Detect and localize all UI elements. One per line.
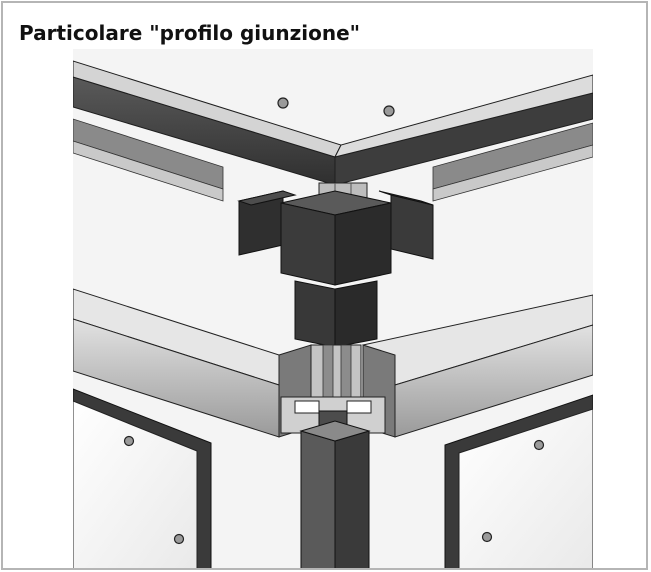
screw-icon [277,97,289,109]
panel-caption: Particolare "profilo giunzione" [19,21,361,45]
screw-icon [383,105,395,117]
top-frame-right-arm [334,74,593,186]
corner-connector [237,190,434,348]
rear-rail-right [432,122,593,202]
screw-icon [533,439,545,451]
screw-icon [173,533,185,545]
corner-joint-illustration [73,49,593,568]
screw-icon [123,435,135,447]
panel-lower-left [73,388,212,568]
screw-icon [481,531,493,543]
panel-lower-right [444,394,593,568]
rear-rail-left [73,118,224,202]
main-post [299,420,371,568]
